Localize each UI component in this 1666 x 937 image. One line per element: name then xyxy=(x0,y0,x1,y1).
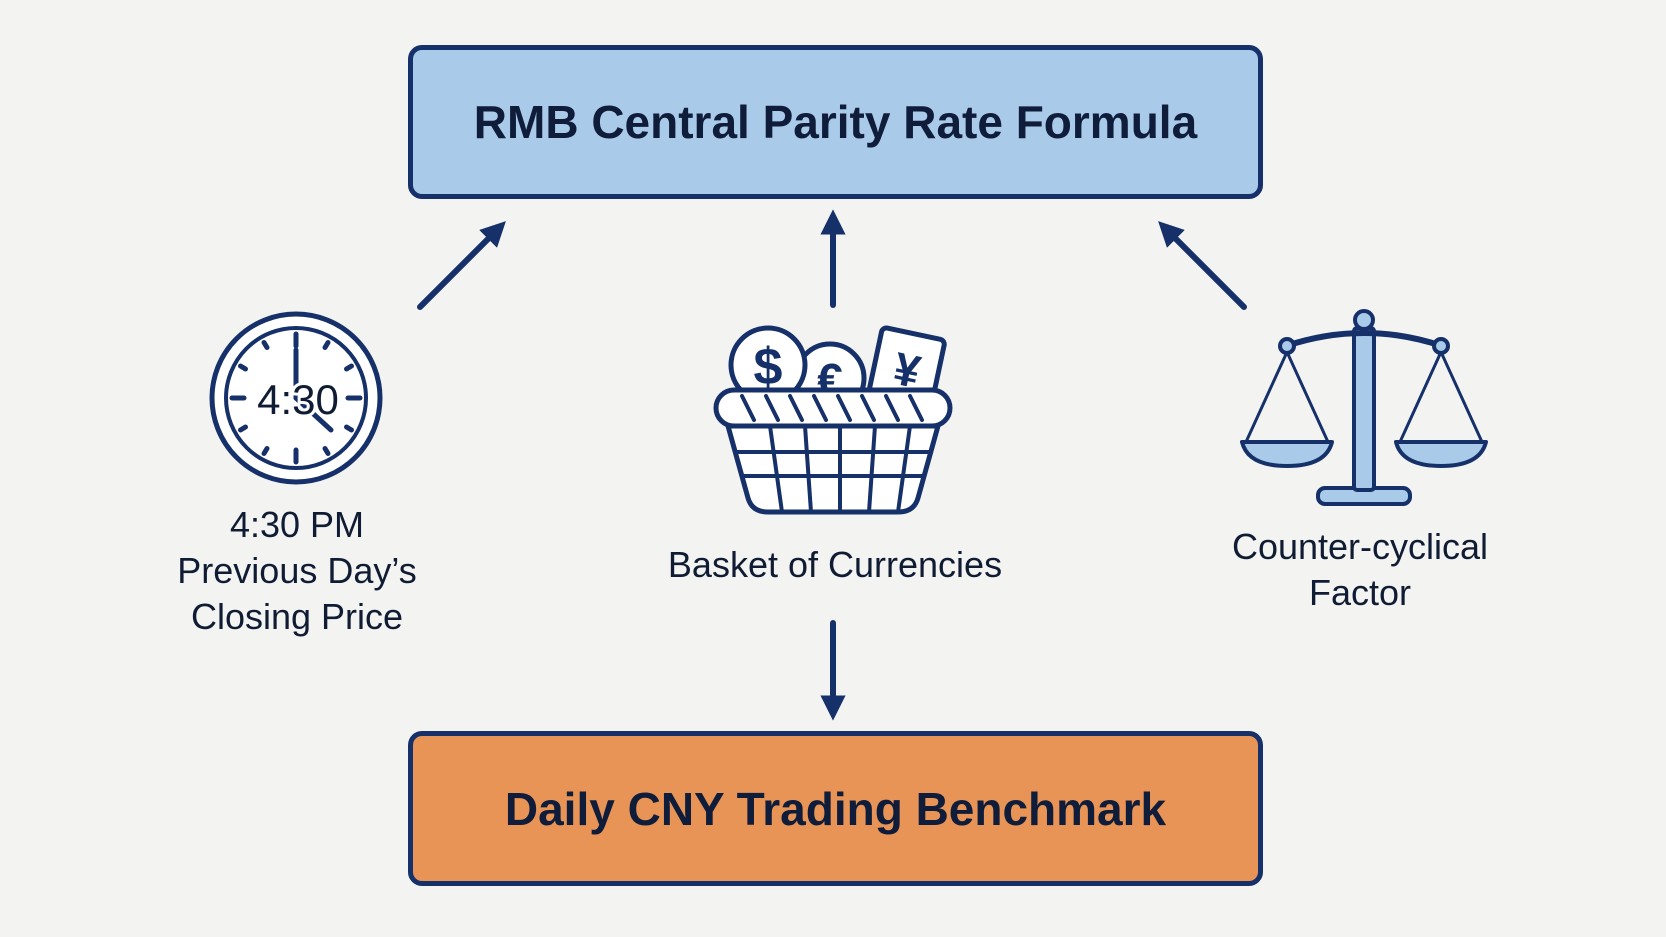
clock-icon: 4:30 xyxy=(209,311,383,485)
closing-price-time: 4:30 PM xyxy=(229,504,365,545)
basket-label: Basket of Currencies xyxy=(620,542,1050,588)
balance-scale-icon xyxy=(1240,309,1488,506)
currency-basket-icon: $ € ¥ xyxy=(713,325,953,515)
clock-face-text: 4:30 xyxy=(257,376,339,423)
arrow-scale-to-formula xyxy=(1158,221,1247,310)
formula-box: RMB Central Parity Rate Formula xyxy=(408,45,1263,199)
benchmark-box: Daily CNY Trading Benchmark xyxy=(408,731,1263,886)
counter-cyclical-line-1: Counter-cyclical xyxy=(1231,526,1489,567)
closing-price-label: 4:30 PM Previous Day’s Closing Price xyxy=(147,502,447,640)
closing-price-line-3: Closing Price xyxy=(190,596,404,637)
counter-cyclical-label: Counter-cyclical Factor xyxy=(1190,524,1530,616)
closing-price-line-2: Previous Day’s xyxy=(177,550,417,591)
counter-cyclical-line-2: Factor xyxy=(1308,572,1412,613)
benchmark-title: Daily CNY Trading Benchmark xyxy=(504,782,1167,835)
arrow-clock-to-formula xyxy=(417,221,506,310)
basket-label-text: Basket of Currencies xyxy=(667,544,1003,585)
dollar-symbol: $ xyxy=(754,338,783,396)
formula-title: RMB Central Parity Rate Formula xyxy=(473,96,1198,148)
